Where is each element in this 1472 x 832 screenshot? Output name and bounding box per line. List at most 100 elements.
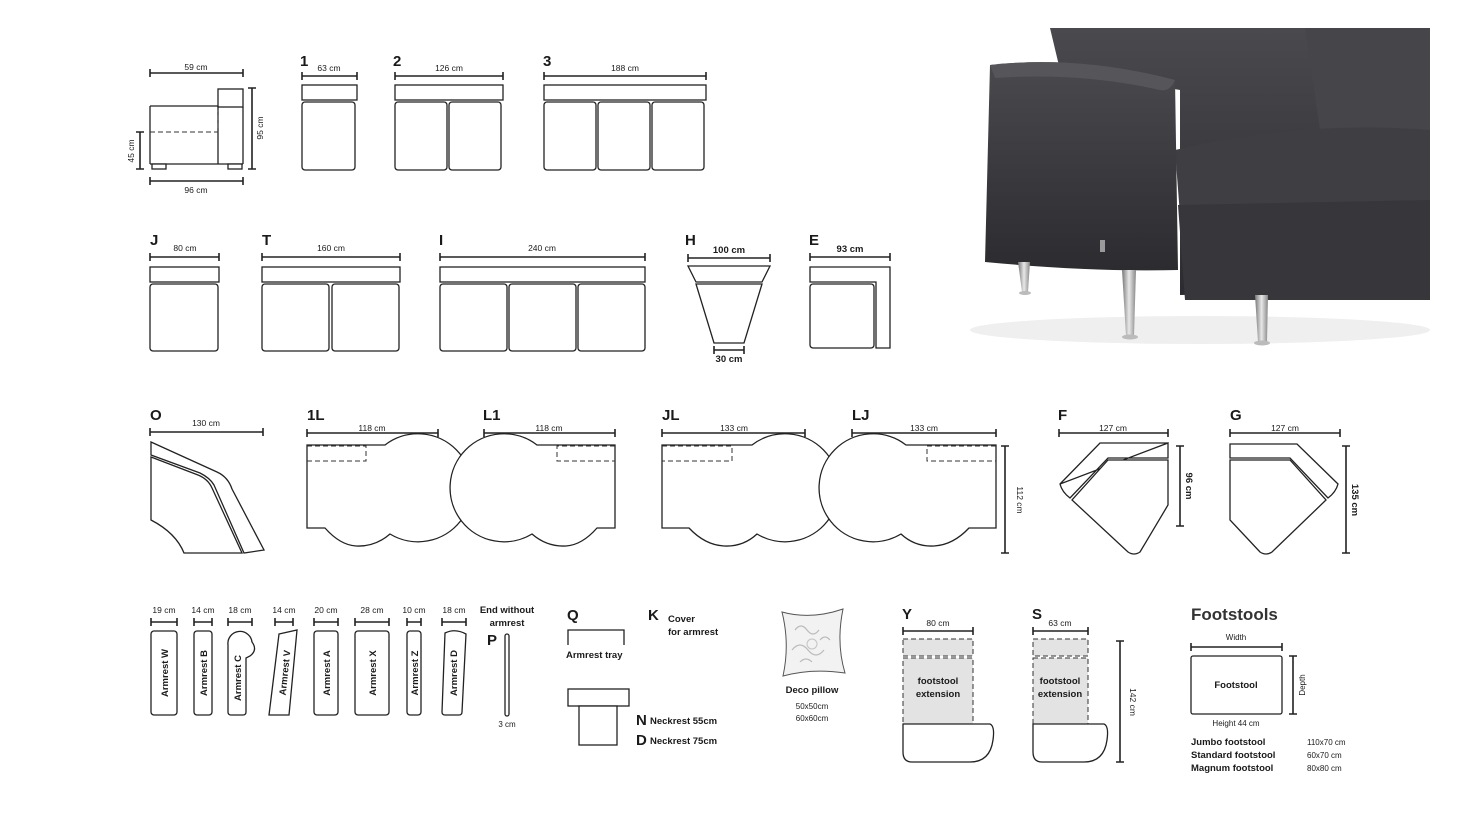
svg-text:112 cm: 112 cm	[1015, 486, 1025, 513]
svg-text:126 cm: 126 cm	[435, 63, 463, 73]
svg-text:Height 44 cm: Height 44 cm	[1212, 719, 1259, 728]
svg-text:Armrest tray: Armrest tray	[566, 650, 623, 661]
svg-text:G: G	[1230, 407, 1242, 424]
module-3: 3 188 cm	[543, 53, 707, 171]
svg-text:Armrest Z: Armrest Z	[410, 650, 421, 695]
svg-text:Armrest X: Armrest X	[368, 650, 379, 696]
svg-text:127 cm: 127 cm	[1099, 423, 1127, 433]
svg-text:armrest: armrest	[490, 618, 526, 629]
svg-text:118 cm: 118 cm	[535, 423, 562, 433]
svg-text:LJ: LJ	[852, 407, 870, 424]
svg-text:Armrest A: Armrest A	[322, 650, 333, 696]
svg-text:Armrest B: Armrest B	[199, 650, 210, 696]
svg-text:60x70 cm: 60x70 cm	[1307, 751, 1342, 760]
svg-text:10 cm: 10 cm	[402, 605, 425, 615]
svg-text:L1: L1	[483, 407, 501, 424]
armrest-b: 14 cm Armrest B	[191, 605, 215, 716]
svg-text:60x60cm: 60x60cm	[796, 714, 829, 723]
svg-text:59 cm: 59 cm	[184, 62, 207, 72]
svg-text:I: I	[439, 232, 443, 249]
svg-text:118 cm: 118 cm	[358, 423, 385, 433]
svg-text:footstool: footstool	[918, 676, 959, 687]
svg-text:N: N	[636, 712, 647, 729]
module-h: H 100 cm 30 cm	[685, 232, 772, 365]
svg-text:O: O	[150, 407, 162, 424]
svg-text:End without: End without	[480, 605, 535, 616]
svg-text:14 cm: 14 cm	[272, 605, 295, 615]
svg-text:160 cm: 160 cm	[317, 243, 345, 253]
module-t: T 160 cm	[261, 232, 401, 352]
svg-text:Jumbo footstool: Jumbo footstool	[1191, 737, 1265, 748]
svg-text:63 cm: 63 cm	[1048, 618, 1071, 628]
module-l1: L1 118 cm	[449, 407, 616, 547]
svg-text:96 cm: 96 cm	[184, 185, 207, 195]
armrest-tray: Q Armrest tray	[566, 607, 625, 661]
sofa-photo	[830, 28, 1430, 350]
module-lj: LJ 133 cm 112 cm	[818, 407, 1025, 554]
armrest-x: 28 cm Armrest X	[354, 605, 390, 716]
svg-text:footstool: footstool	[1040, 676, 1081, 687]
svg-text:20 cm: 20 cm	[314, 605, 337, 615]
deco-pillow: Deco pillow 50x50cm 60x60cm	[781, 608, 846, 723]
svg-text:240 cm: 240 cm	[528, 243, 556, 253]
end-without-armrest: End without armrest P 3 cm	[480, 605, 535, 729]
svg-text:extension: extension	[916, 689, 961, 700]
svg-text:Standard footstool: Standard footstool	[1191, 750, 1275, 761]
svg-text:1L: 1L	[307, 407, 325, 424]
svg-text:2: 2	[393, 53, 401, 70]
module-j: J 80 cm	[149, 232, 220, 352]
module-i: I 240 cm	[439, 232, 646, 352]
module-1l: 1L 118 cm	[306, 407, 473, 547]
svg-text:133 cm: 133 cm	[910, 423, 938, 433]
svg-text:127 cm: 127 cm	[1271, 423, 1299, 433]
footstools: Footstools Width Footstool Depth Height …	[1190, 605, 1346, 774]
svg-text:130 cm: 130 cm	[192, 418, 220, 428]
svg-text:Armrest C: Armrest C	[233, 655, 244, 701]
svg-text:Armrest W: Armrest W	[160, 649, 171, 697]
svg-text:S: S	[1032, 606, 1042, 623]
armrest-w: 19 cm Armrest W	[150, 605, 178, 716]
svg-text:Neckrest 55cm: Neckrest 55cm	[650, 716, 717, 727]
svg-text:80 cm: 80 cm	[173, 243, 196, 253]
svg-text:K: K	[648, 607, 659, 624]
module-1: 1 63 cm	[300, 53, 358, 171]
svg-text:3 cm: 3 cm	[498, 720, 516, 729]
svg-text:Magnum footstool: Magnum footstool	[1191, 763, 1273, 774]
svg-text:142 cm: 142 cm	[1128, 688, 1138, 716]
svg-text:3: 3	[543, 53, 551, 70]
svg-text:14 cm: 14 cm	[191, 605, 214, 615]
svg-text:19 cm: 19 cm	[152, 605, 175, 615]
svg-text:D: D	[636, 732, 647, 749]
svg-text:for armrest: for armrest	[668, 627, 719, 638]
module-y: Y 80 cm footstool extension	[902, 606, 995, 763]
svg-text:Neckrest 75cm: Neckrest 75cm	[650, 736, 717, 747]
svg-text:E: E	[809, 232, 819, 249]
svg-text:30 cm: 30 cm	[716, 354, 743, 365]
module-s: S 63 cm footstool extension 142 cm	[1032, 606, 1138, 763]
svg-text:Cover: Cover	[668, 614, 695, 625]
svg-text:100 cm: 100 cm	[713, 245, 745, 256]
svg-text:Width: Width	[1226, 633, 1246, 642]
svg-text:110x70 cm: 110x70 cm	[1307, 738, 1346, 747]
svg-text:80x80 cm: 80x80 cm	[1307, 764, 1342, 773]
svg-text:extension: extension	[1038, 689, 1083, 700]
armrest-z: 10 cm Armrest Z	[402, 605, 426, 716]
svg-text:93 cm: 93 cm	[837, 244, 864, 255]
svg-text:96 cm: 96 cm	[1183, 473, 1194, 500]
svg-text:1: 1	[300, 53, 308, 70]
neckrest: N Neckrest 55cm D Neckrest 75cm	[567, 688, 717, 749]
svg-text:Armrest D: Armrest D	[449, 650, 460, 696]
svg-text:Q: Q	[567, 607, 579, 624]
module-2: 2 126 cm	[393, 53, 504, 171]
svg-text:J: J	[150, 232, 158, 249]
svg-text:P: P	[487, 632, 497, 649]
svg-text:50x50cm: 50x50cm	[796, 702, 829, 711]
svg-text:H: H	[685, 232, 696, 249]
module-g: G 127 cm 135 cm	[1229, 407, 1360, 555]
svg-text:28 cm: 28 cm	[360, 605, 383, 615]
svg-text:Depth: Depth	[1298, 674, 1307, 695]
svg-text:Footstools: Footstools	[1191, 605, 1278, 624]
armrest-cover: K Cover for armrest	[648, 607, 719, 638]
svg-text:18 cm: 18 cm	[228, 605, 251, 615]
